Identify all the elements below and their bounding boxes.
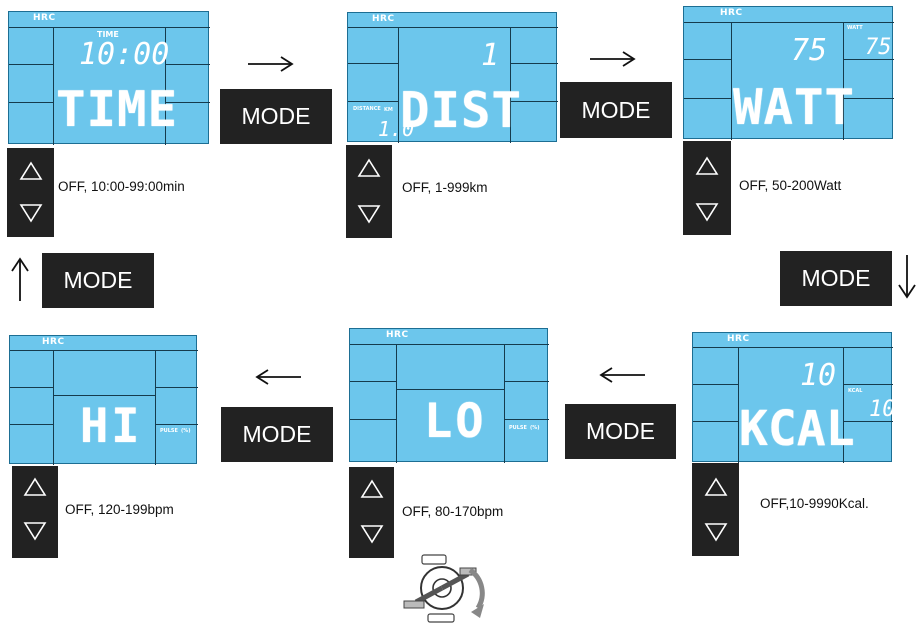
lcd-dist: HRC 1 DIST DISTANCE KM 1.0 <box>347 12 558 143</box>
hrc-label: HRC <box>727 334 750 344</box>
lo-main-text: LO <box>424 394 487 449</box>
kcal-top-value: 10 <box>800 358 837 393</box>
lcd-watt: HRC 75 WATT 75 WATT <box>683 6 894 140</box>
keypad-lo <box>349 467 394 558</box>
mode-button[interactable]: MODE <box>560 82 672 138</box>
mode-button[interactable]: MODE <box>565 404 676 459</box>
mode-button[interactable]: MODE <box>42 253 154 308</box>
watt-range: OFF, 50-200Watt <box>739 178 842 193</box>
hrc-label: HRC <box>720 8 743 18</box>
up-triangle-icon[interactable] <box>357 158 381 177</box>
arrow-down-icon <box>898 255 916 299</box>
hi-main-text: HI <box>80 399 143 454</box>
pulse-label: PULSE <box>509 425 527 431</box>
hrc-label: HRC <box>42 337 65 347</box>
lo-range: OFF, 80-170bpm <box>402 504 504 519</box>
kcal-right-label: KCAL <box>848 388 863 394</box>
arrow-right-icon <box>590 51 636 67</box>
pulse-unit: (%) <box>181 428 191 434</box>
down-triangle-icon[interactable] <box>357 205 381 224</box>
hrc-label: HRC <box>372 14 395 24</box>
arrow-left-icon <box>255 369 301 385</box>
keypad-watt <box>683 141 731 235</box>
watt-right-label: WATT <box>847 25 863 31</box>
time-top-value: 10:00 <box>79 37 170 72</box>
up-triangle-icon[interactable] <box>695 156 719 175</box>
time-main-text: TIME <box>56 81 179 138</box>
lcd-kcal: HRC 10 KCAL 10 KCAL <box>692 332 896 463</box>
watt-top-value: 75 <box>791 33 828 68</box>
down-triangle-icon[interactable] <box>695 203 719 222</box>
keypad-kcal <box>692 463 739 556</box>
up-triangle-icon[interactable] <box>19 161 43 180</box>
lcd-hi: HRC HI PULSE (%) <box>9 335 198 465</box>
up-triangle-icon[interactable] <box>704 477 728 496</box>
hrc-label: HRC <box>386 330 409 340</box>
time-top-label: TIME <box>97 30 119 39</box>
lcd-lo: HRC LO PULSE (%) <box>349 328 549 463</box>
lcd-time: HRC TIME 10:00 TIME <box>8 11 210 145</box>
down-triangle-icon[interactable] <box>704 523 728 542</box>
kcal-main-text: KCAL <box>739 401 855 457</box>
dist-main-text: DIST <box>400 82 523 139</box>
watt-main-text: WATT <box>733 79 856 136</box>
down-triangle-icon[interactable] <box>360 525 384 544</box>
dist-side-unit: KM <box>384 107 393 113</box>
dist-side-value: 1.0 <box>378 117 415 141</box>
kcal-range: OFF,10-9990Kcal. <box>760 496 869 511</box>
arrow-right-icon <box>248 56 294 72</box>
down-triangle-icon[interactable] <box>19 204 43 223</box>
keypad-hi <box>12 466 58 558</box>
dist-side-label: DISTANCE <box>353 106 381 112</box>
down-triangle-icon[interactable] <box>23 522 47 541</box>
pulse-label: PULSE <box>160 428 178 434</box>
up-triangle-icon[interactable] <box>360 479 384 498</box>
keypad-dist <box>346 145 392 238</box>
kcal-right-value: 10 <box>869 397 896 422</box>
mode-button[interactable]: MODE <box>221 407 333 462</box>
keypad-time <box>7 148 54 237</box>
hrc-label: HRC <box>33 13 56 23</box>
hi-range: OFF, 120-199bpm <box>65 502 174 517</box>
dist-top-value: 1 <box>481 38 500 73</box>
arrow-left-icon <box>599 367 645 383</box>
up-triangle-icon[interactable] <box>23 477 47 496</box>
arrow-up-icon <box>11 257 29 301</box>
mode-button[interactable]: MODE <box>780 251 892 306</box>
mode-button[interactable]: MODE <box>220 89 332 144</box>
pulse-unit: (%) <box>530 425 540 431</box>
pedal-rotation-icon <box>403 554 485 623</box>
watt-right-value: 75 <box>865 35 892 60</box>
dist-range: OFF, 1-999km <box>402 180 488 195</box>
time-range: OFF, 10:00-99:00min <box>58 179 185 194</box>
